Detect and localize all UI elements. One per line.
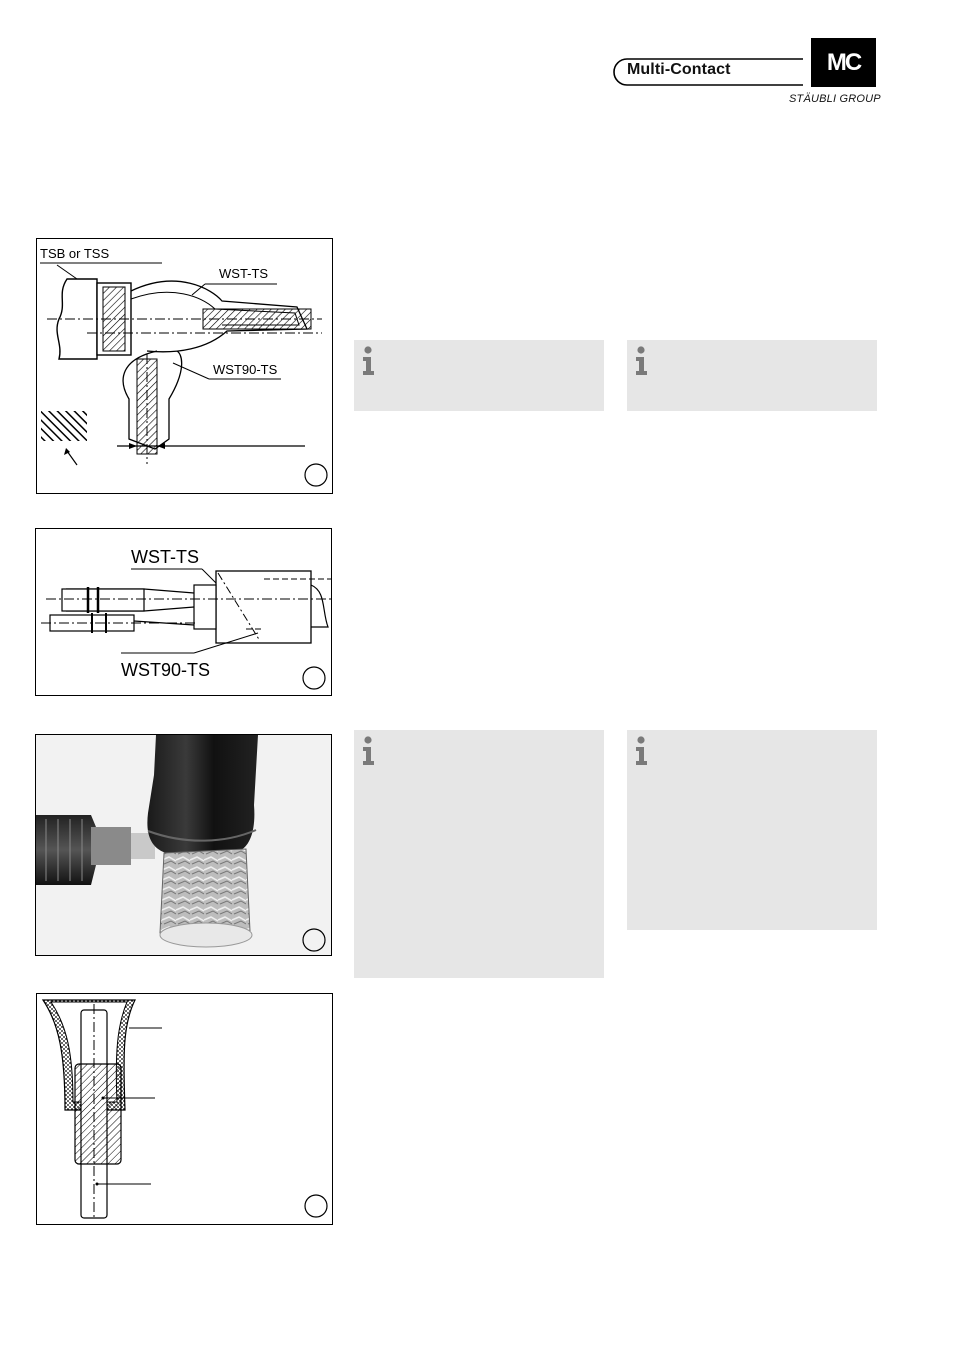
logo-frame bbox=[613, 58, 803, 86]
figure-number-circle bbox=[302, 928, 326, 952]
info-icon bbox=[363, 736, 374, 765]
figure-number-circle bbox=[302, 666, 326, 690]
info-icon bbox=[636, 736, 647, 765]
figure-3-photo bbox=[35, 734, 332, 956]
figure-1: TSB or TSS WST-TS WST90-TS bbox=[36, 238, 333, 494]
figure-4 bbox=[36, 993, 333, 1225]
info-panel-1 bbox=[354, 340, 604, 411]
label-wst-ts: WST-TS bbox=[131, 547, 199, 567]
info-panel-3 bbox=[354, 730, 604, 978]
logo-mark: MC bbox=[811, 38, 876, 87]
figure-number-circle bbox=[304, 1194, 328, 1218]
label-wst-ts: WST-TS bbox=[219, 266, 268, 281]
group-name: STÄUBLI GROUP bbox=[789, 93, 881, 105]
figure-2: WST-TS WST90-TS bbox=[35, 528, 332, 696]
info-panel-4 bbox=[627, 730, 877, 930]
figure-1-drawing: TSB or TSS WST-TS WST90-TS bbox=[40, 246, 328, 487]
label-tsb-or-tss: TSB or TSS bbox=[40, 246, 109, 261]
figure-4-drawing bbox=[41, 999, 328, 1220]
info-icon bbox=[363, 346, 374, 375]
label-wst90-ts: WST90-TS bbox=[121, 660, 210, 680]
info-icon bbox=[636, 346, 647, 375]
figure-2-drawing: WST-TS WST90-TS bbox=[41, 547, 331, 690]
logo-name: Multi-Contact bbox=[627, 61, 731, 78]
figure-3-drawing bbox=[36, 735, 331, 955]
label-wst90-ts: WST90-TS bbox=[213, 362, 278, 377]
figure-number-circle bbox=[304, 463, 328, 487]
info-panel-2 bbox=[627, 340, 877, 411]
